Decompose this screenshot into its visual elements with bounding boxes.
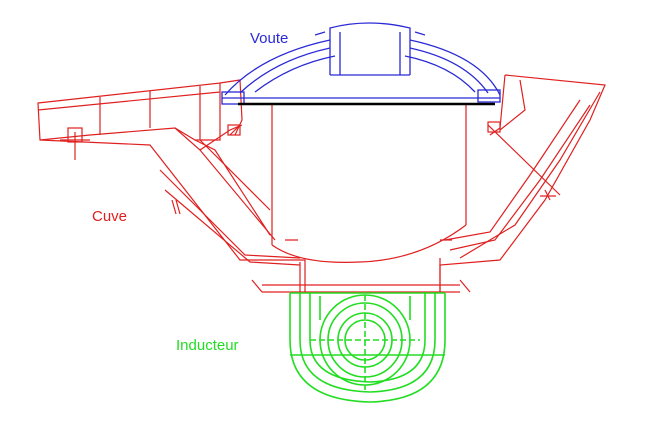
- voute-roof: [221, 22, 501, 105]
- left-launder: [37, 82, 221, 160]
- cuve-vessel: [37, 74, 606, 293]
- left-outer-wall: [39, 79, 306, 292]
- label-inducteur: Inducteur: [176, 337, 239, 354]
- right-outer-wall: [439, 74, 606, 292]
- inducteur-coil: [289, 292, 446, 403]
- label-voute: Voute: [250, 30, 289, 47]
- label-cuve: Cuve: [92, 208, 128, 225]
- vessel-body: [227, 105, 501, 293]
